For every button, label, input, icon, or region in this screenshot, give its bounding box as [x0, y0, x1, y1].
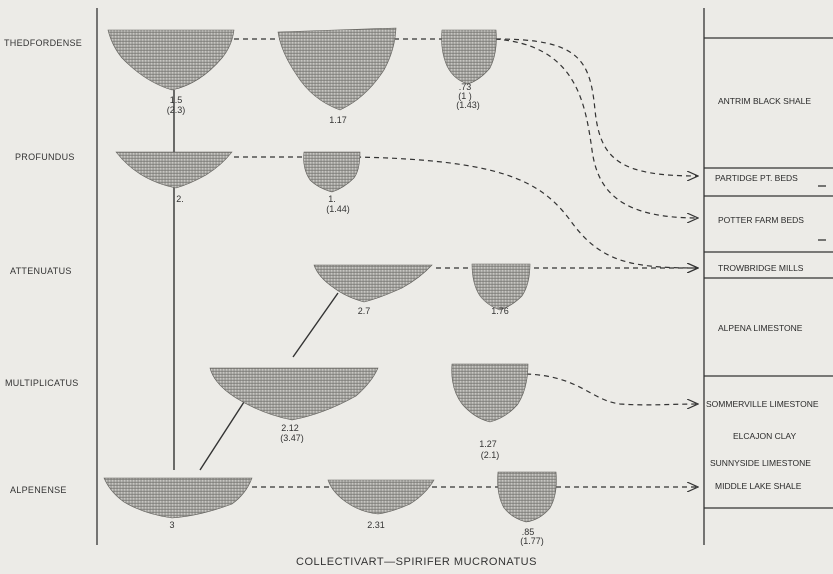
shell-thedfordense-1 — [108, 30, 234, 90]
label-multiplicatus: MULTIPLICATUS — [5, 378, 79, 388]
value-mult1b: (3.47) — [272, 433, 312, 443]
formation-arrows — [356, 39, 698, 487]
figure-caption: COLLECTIVART—SPIRIFER MUCRONATUS — [0, 556, 833, 568]
unit-potter: POTTER FARM BEDS — [718, 215, 804, 225]
shell-attenuatus-1 — [314, 265, 432, 302]
value-thed1b: (2.3) — [156, 105, 196, 115]
label-alpenense: ALPENENSE — [10, 485, 67, 495]
value-att1: 2.7 — [344, 306, 384, 316]
unit-sunnyside: SUNNYSIDE LIMESTONE — [710, 458, 811, 468]
unit-sommerville: SOMMERVILLE LIMESTONE — [706, 399, 819, 409]
shell-profundus-1 — [116, 152, 232, 188]
shell-multiplicatus-1 — [210, 368, 378, 420]
shell-thedfordense-3 — [442, 30, 497, 84]
value-alp3b: (1.77) — [512, 536, 552, 546]
value-alp2: 2.31 — [356, 520, 396, 530]
label-thedfordense: THEDFORDENSE — [4, 38, 82, 48]
value-mult1: 2.12 — [270, 423, 310, 433]
shell-attenuatus-2 — [472, 264, 530, 310]
value-thed1: 1.5 — [156, 95, 196, 105]
shell-alpenense-3 — [498, 472, 557, 522]
shell-alpenense-1 — [104, 478, 252, 518]
label-attenuatus: ATTENUATUS — [10, 266, 72, 276]
unit-antrim: ANTRIM BLACK SHALE — [718, 96, 811, 106]
unit-alpena: ALPENA LIMESTONE — [718, 323, 802, 333]
value-prof2b: (1.44) — [318, 204, 358, 214]
unit-trowbridge: TROWBRIDGE MILLS — [718, 263, 803, 273]
value-thed2: 1.17 — [318, 115, 358, 125]
value-mult2: 1.27 — [468, 439, 508, 449]
value-prof1: 2. — [160, 194, 200, 204]
value-alp1: 3 — [152, 520, 192, 530]
shell-profundus-2 — [304, 152, 360, 192]
value-thed3c: (1.43) — [448, 100, 488, 110]
shell-alpenense-2 — [328, 480, 434, 514]
value-mult2b: (2.1) — [470, 450, 510, 460]
value-att2: 1.76 — [480, 306, 520, 316]
unit-elcajon: ELCAJON CLAY — [733, 431, 796, 441]
unit-middlelake: MIDDLE LAKE SHALE — [715, 481, 801, 491]
unit-partridge: PARTIDGE PT. BEDS — [715, 173, 798, 183]
label-profundus: PROFUNDUS — [15, 152, 75, 162]
shell-thedfordense-2 — [278, 28, 396, 110]
shell-multiplicatus-2 — [452, 364, 528, 422]
value-prof2: 1. — [312, 194, 352, 204]
